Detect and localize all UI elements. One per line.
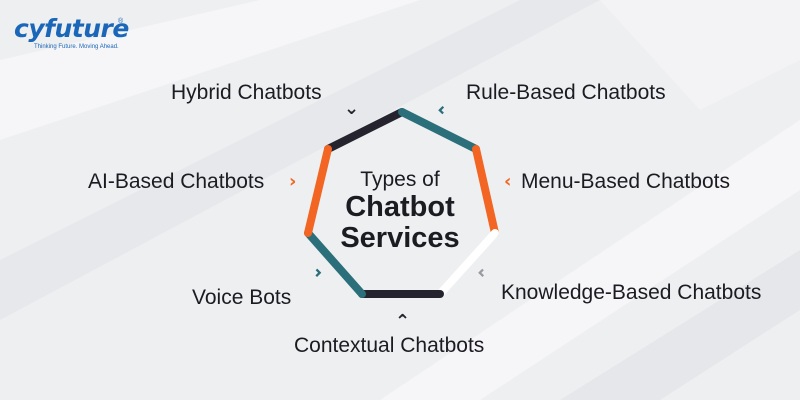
label-contextual-chatbots: Contextual Chatbots	[294, 334, 485, 357]
heptagon-edge-top-right	[398, 108, 480, 153]
label-rule-based-chatbots: Rule-Based Chatbots	[466, 81, 666, 104]
heptagon-edge-right	[472, 145, 499, 237]
center-title-line2: Chatbot	[345, 191, 455, 223]
label-menu-based-chatbots: Menu-Based Chatbots	[521, 170, 730, 193]
label-knowledge-based-chatbots: Knowledge-Based Chatbots	[501, 281, 762, 304]
logo-tagline: Thinking Future. Moving Ahead.	[34, 44, 119, 50]
heptagon-edge-left	[304, 145, 332, 237]
chevron-up-icon: ⌃	[395, 311, 411, 332]
cyfuture-logo: cyfuture ® Thinking Future. Moving Ahead…	[14, 14, 134, 54]
logo-registered-mark: ®	[118, 18, 124, 25]
heptagon-edge-bottom-right	[436, 229, 499, 298]
chevron-right-icon: ›	[289, 171, 297, 192]
label-voice-bots: Voice Bots	[192, 286, 292, 309]
chevron-down-icon: ⌄	[344, 98, 360, 119]
logo-wordmark: cyfuture	[14, 14, 129, 43]
label-ai-based-chatbots: AI-Based Chatbots	[88, 170, 265, 193]
heptagon-edge-bottom-left	[304, 229, 366, 298]
center-title-line1: Types of	[360, 168, 440, 191]
label-hybrid-chatbots: Hybrid Chatbots	[171, 81, 322, 104]
center-title-line3: Services	[340, 222, 460, 254]
heptagon-edge-top	[324, 108, 406, 153]
chevron-left-icon: ‹	[504, 171, 512, 192]
